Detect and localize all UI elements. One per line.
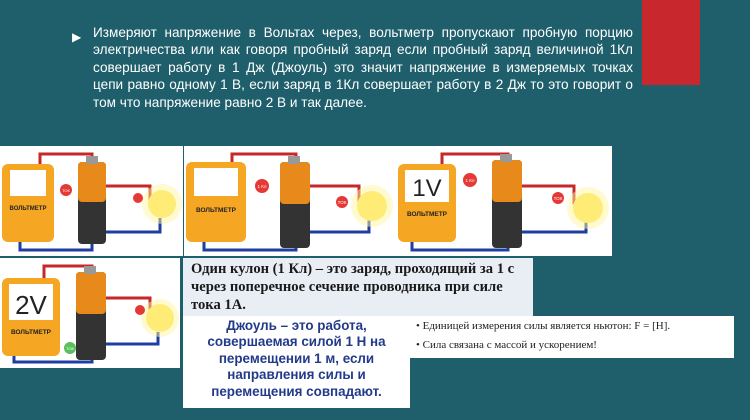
circuit-panel-1: ВОЛЬТМЕТР ТОК xyxy=(0,146,183,256)
meter-label: ВОЛЬТМЕТР xyxy=(407,211,448,218)
meter-label: ВОЛЬТМЕТР xyxy=(10,206,47,212)
coulomb-definition: Один кулон (1 Кл) – это заряд, проходящи… xyxy=(183,258,533,316)
voltmeter-display: 2V xyxy=(15,290,47,320)
current-tag: ТОК xyxy=(66,346,74,351)
circuit-panel-4: 2V ВОЛЬТМЕТР ТОК xyxy=(0,258,180,368)
joule-definition: Джоуль – это работа, совершаемая силой 1… xyxy=(183,316,410,408)
current-tag: ТОК xyxy=(338,200,347,205)
meter-label: ВОЛЬТМЕТР xyxy=(11,329,52,336)
charge-tag: 1 Кл xyxy=(258,184,267,189)
meter-label: ВОЛЬТМЕТР xyxy=(196,207,237,214)
charge-tag: 1 Кл xyxy=(466,178,475,183)
note-item: Сила связана с массой и ускорением! xyxy=(416,336,728,355)
bullet-arrow-icon: ▶ xyxy=(72,30,82,44)
current-tag: ТОК xyxy=(554,196,563,201)
note-item: Единицей измерения силы является ньютон:… xyxy=(416,317,728,336)
force-notes: Единицей измерения силы является ньютон:… xyxy=(410,316,734,358)
voltmeter-display: 1V xyxy=(412,175,441,202)
slide-paragraph: Измеряют напряжение в Вольтах через, вол… xyxy=(93,25,633,110)
accent-bar xyxy=(642,0,700,85)
current-tag: ТОК xyxy=(62,188,70,193)
circuit-panel-2: ВОЛЬТМЕТР 1 Кл ТОК xyxy=(184,146,396,256)
circuit-panel-3: 1V ВОЛЬТМЕТР 1 Кл ТОК xyxy=(396,146,612,256)
